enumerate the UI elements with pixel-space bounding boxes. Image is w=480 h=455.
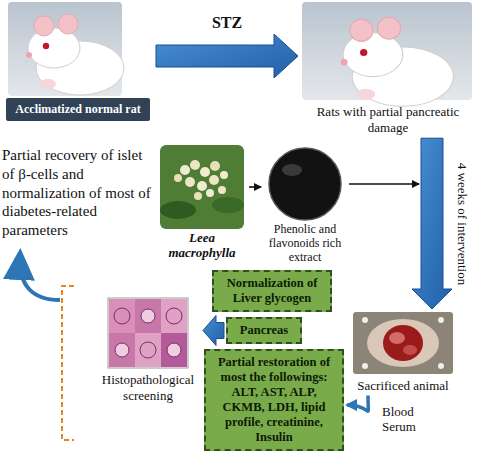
damaged-rat-photo <box>302 2 472 106</box>
image-space <box>4 2 154 98</box>
node-text: Partial restoration of most the followin… <box>210 355 338 445</box>
image-space <box>300 2 476 102</box>
histology-image <box>108 298 188 368</box>
conclusion-text: Partial recovery of islet of β-cells and… <box>2 146 154 240</box>
edge-label: STZ <box>212 14 242 32</box>
curved-arrow <box>347 396 368 411</box>
result-bracket <box>62 286 74 440</box>
image-space <box>95 298 201 370</box>
photo-node: Rats with partial pancreatic damage <box>300 2 476 135</box>
flow-arrow <box>249 186 261 188</box>
recovery-arrow <box>20 256 60 300</box>
result-box: Normalization of Liver glycogen <box>212 270 332 312</box>
node-text: Sacrificed animal <box>348 376 458 394</box>
node-text: Normalization of Liver glycogen <box>218 276 326 306</box>
image-space <box>348 312 458 376</box>
flow-arrow <box>349 183 419 185</box>
plant-photo <box>160 145 244 229</box>
edge-label: Blood Serum <box>382 404 428 435</box>
result-box: Partial restoration of most the followin… <box>204 349 344 451</box>
block-arrow <box>412 138 452 309</box>
block-arrow <box>156 34 298 78</box>
result-box: Pancreas <box>226 317 302 344</box>
normal-rat-photo <box>8 2 124 96</box>
sacrificed-animal-photo <box>353 312 453 374</box>
image-space <box>262 145 348 223</box>
node-text: Acclimatized normal rat <box>6 98 150 121</box>
node-text: Rats with partial pancreatic damage <box>300 102 476 135</box>
node-text: Histopathological screening <box>95 370 201 403</box>
extract-node: Phenolic and flavonoids rich extract <box>262 145 348 264</box>
node-text: Phenolic and flavonoids rich extract <box>262 223 348 264</box>
edge-label: 4 weeks of intervention <box>454 162 470 284</box>
node-text: Pancreas <box>232 323 296 338</box>
block-arrow <box>203 316 224 346</box>
photo-node: Leea macrophylla <box>156 145 248 261</box>
photo-node: Sacrificed animal <box>348 312 458 394</box>
photo-node: Acclimatized normal rat <box>4 2 154 121</box>
image-space <box>156 145 248 231</box>
extract-image <box>269 148 341 220</box>
photo-node: Histopathological screening <box>95 298 201 403</box>
node-text: Leea macrophylla <box>156 231 248 261</box>
